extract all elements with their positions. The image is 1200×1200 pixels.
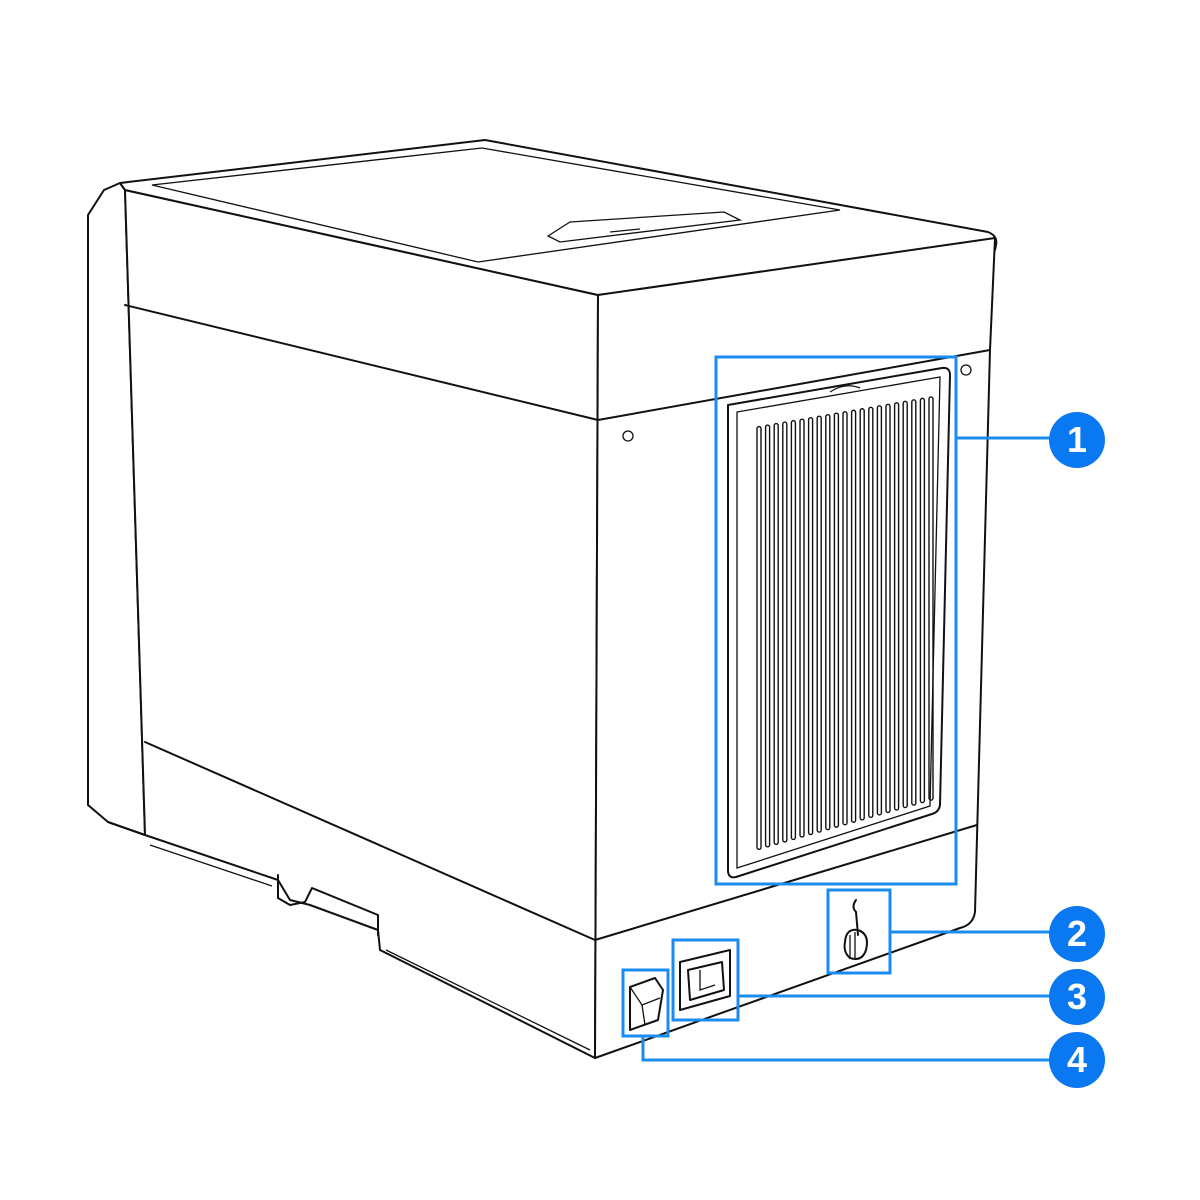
vent-slot: [764, 424, 771, 848]
vent-slot: [833, 412, 840, 828]
vent-slot: [799, 418, 805, 838]
vent-slot: [790, 419, 797, 841]
vent-slot: [816, 415, 822, 833]
vent-slot: [842, 411, 848, 826]
callout-badge-4: 4: [1049, 1032, 1105, 1088]
callout-badge-3: 3: [1049, 969, 1105, 1025]
vent-slot: [782, 421, 788, 843]
screw-icon: [622, 430, 634, 442]
vent-slot: [850, 409, 857, 823]
callout-badge-2: 2: [1049, 906, 1105, 962]
vent-slot: [859, 408, 865, 821]
screw-icon: [960, 364, 972, 376]
power-switch-icon: [629, 977, 664, 1031]
callout-box-4: [621, 968, 670, 1038]
vent-slot: [868, 406, 874, 819]
side-face: [124, 189, 599, 1059]
vent-slot: [919, 397, 926, 804]
power-connector-icon: [679, 949, 731, 1011]
vent-slot: [928, 396, 934, 801]
callout-badge-1: 1: [1049, 412, 1105, 468]
vent-slot: [911, 399, 917, 806]
vent-slot: [902, 400, 908, 809]
vent-slot: [876, 405, 883, 816]
vent-slot: [807, 416, 814, 836]
handle-recess: [277, 874, 379, 936]
callout-box-1: [714, 355, 958, 886]
vent-slot: [825, 413, 831, 831]
vent-slot: [773, 422, 779, 846]
callout-box-3: [671, 938, 740, 1022]
vent-slot: [885, 403, 891, 814]
vent-slot: [893, 402, 900, 811]
vent-slot: [756, 425, 762, 850]
vent-slots: [756, 396, 934, 850]
security-lock-icon: [843, 899, 868, 960]
